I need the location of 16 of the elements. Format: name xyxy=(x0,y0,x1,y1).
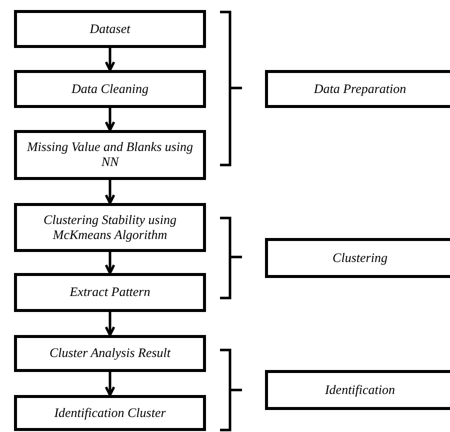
process-box: Clustering xyxy=(265,238,450,278)
process-box: Identification Cluster xyxy=(14,395,206,431)
arrow xyxy=(104,312,116,336)
arrow xyxy=(104,372,116,396)
process-box: Data Preparation xyxy=(265,70,450,108)
arrow xyxy=(104,108,116,132)
arrow xyxy=(104,252,116,274)
process-box: Dataset xyxy=(14,10,206,48)
process-box: Cluster Analysis Result xyxy=(14,335,206,372)
arrow xyxy=(104,180,116,204)
process-box: Data Cleaning xyxy=(14,70,206,108)
process-box: Missing Value and Blanks using NN xyxy=(14,130,206,180)
arrow xyxy=(104,48,116,72)
process-box: Clustering Stability using McKmeans Algorithm xyxy=(14,203,206,252)
process-box: Extract Pattern xyxy=(14,273,206,312)
process-box: Identification xyxy=(265,370,450,410)
